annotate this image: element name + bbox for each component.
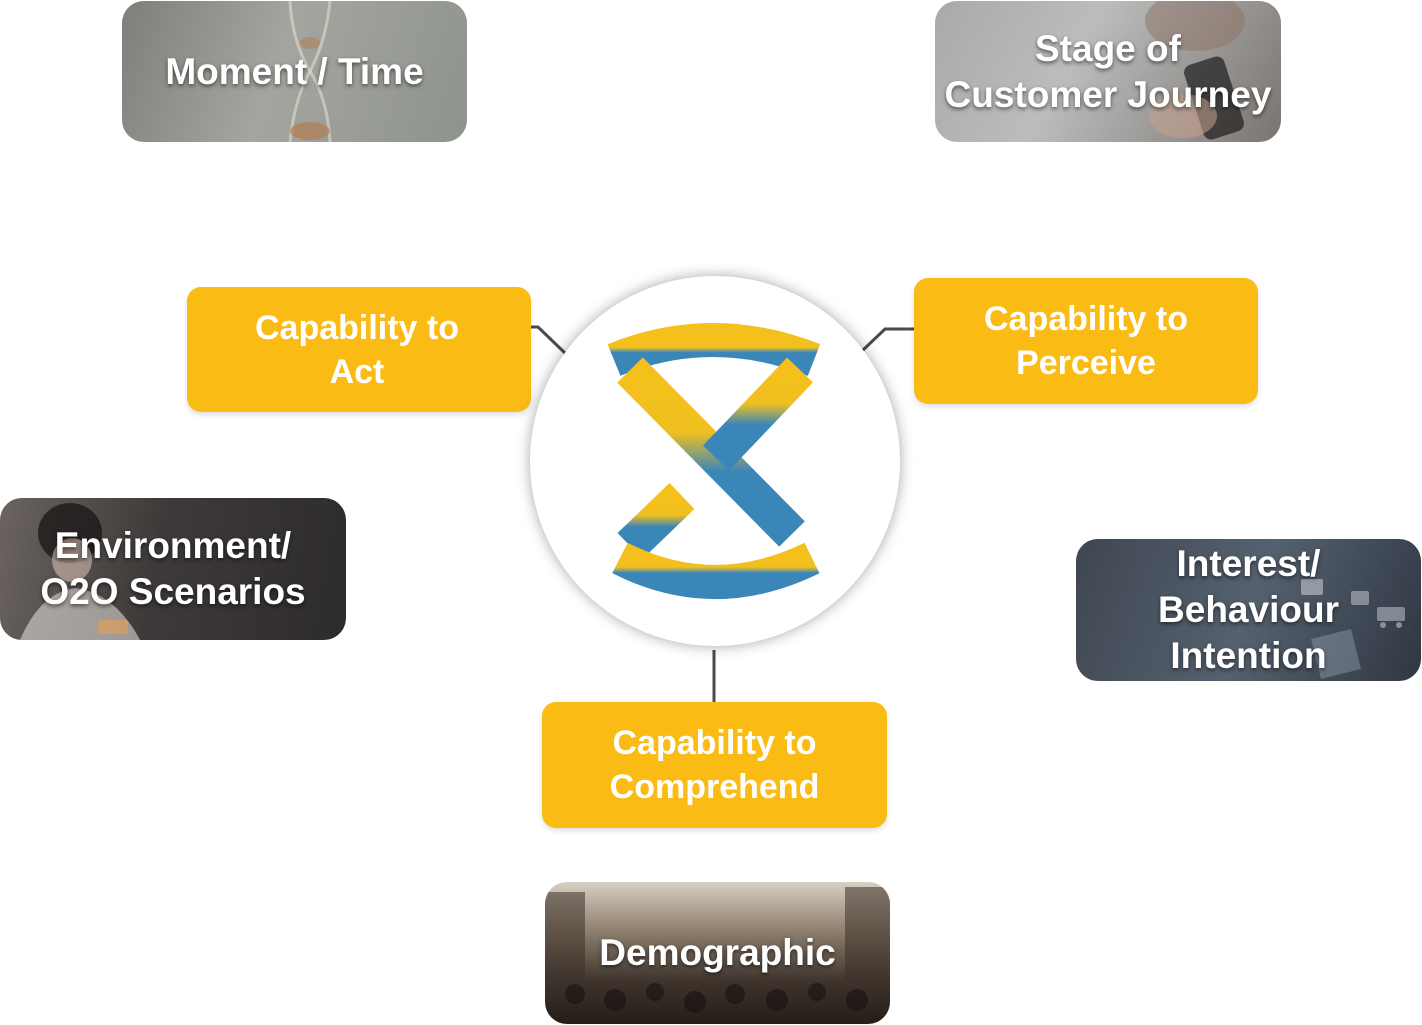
capability-perceive-label: Capability to Perceive (983, 300, 1189, 382)
interest-label: Interest/ Behaviour Intention (1158, 543, 1339, 676)
capability-act-label: Capability to Act (254, 308, 460, 391)
environment-label: Environment/ O2O Scenarios (40, 525, 306, 612)
central-hub (530, 276, 900, 646)
demographic-box: Demographic (545, 882, 890, 1024)
moment-time-box: Moment / Time (122, 1, 467, 142)
customer-journey-label: Stage of Customer Journey (944, 27, 1272, 115)
capability-perceive-box: Capability to Perceive (914, 278, 1258, 404)
crowd-icon (545, 887, 890, 1013)
shopping-icons (1301, 579, 1405, 679)
interest-box: Interest/ Behaviour Intention (1076, 539, 1421, 681)
woman-with-phone-icon (20, 503, 140, 640)
connector-perceive (860, 327, 925, 353)
customer-journey-box: Stage of Customer Journey (935, 1, 1281, 142)
demographic-label: Demographic (599, 932, 836, 973)
hourglass-icon (288, 1, 332, 142)
smartphone-icon (1145, 1, 1245, 140)
capability-comprehend-box: Capability to Comprehend (542, 702, 887, 828)
hourglass-s-logo-icon (607, 323, 821, 599)
capability-comprehend-label: Capability to Comprehend (609, 724, 820, 806)
capability-act-box: Capability to Act (187, 287, 531, 412)
moment-time-label: Moment / Time (165, 50, 424, 92)
environment-box: Environment/ O2O Scenarios (0, 498, 346, 640)
